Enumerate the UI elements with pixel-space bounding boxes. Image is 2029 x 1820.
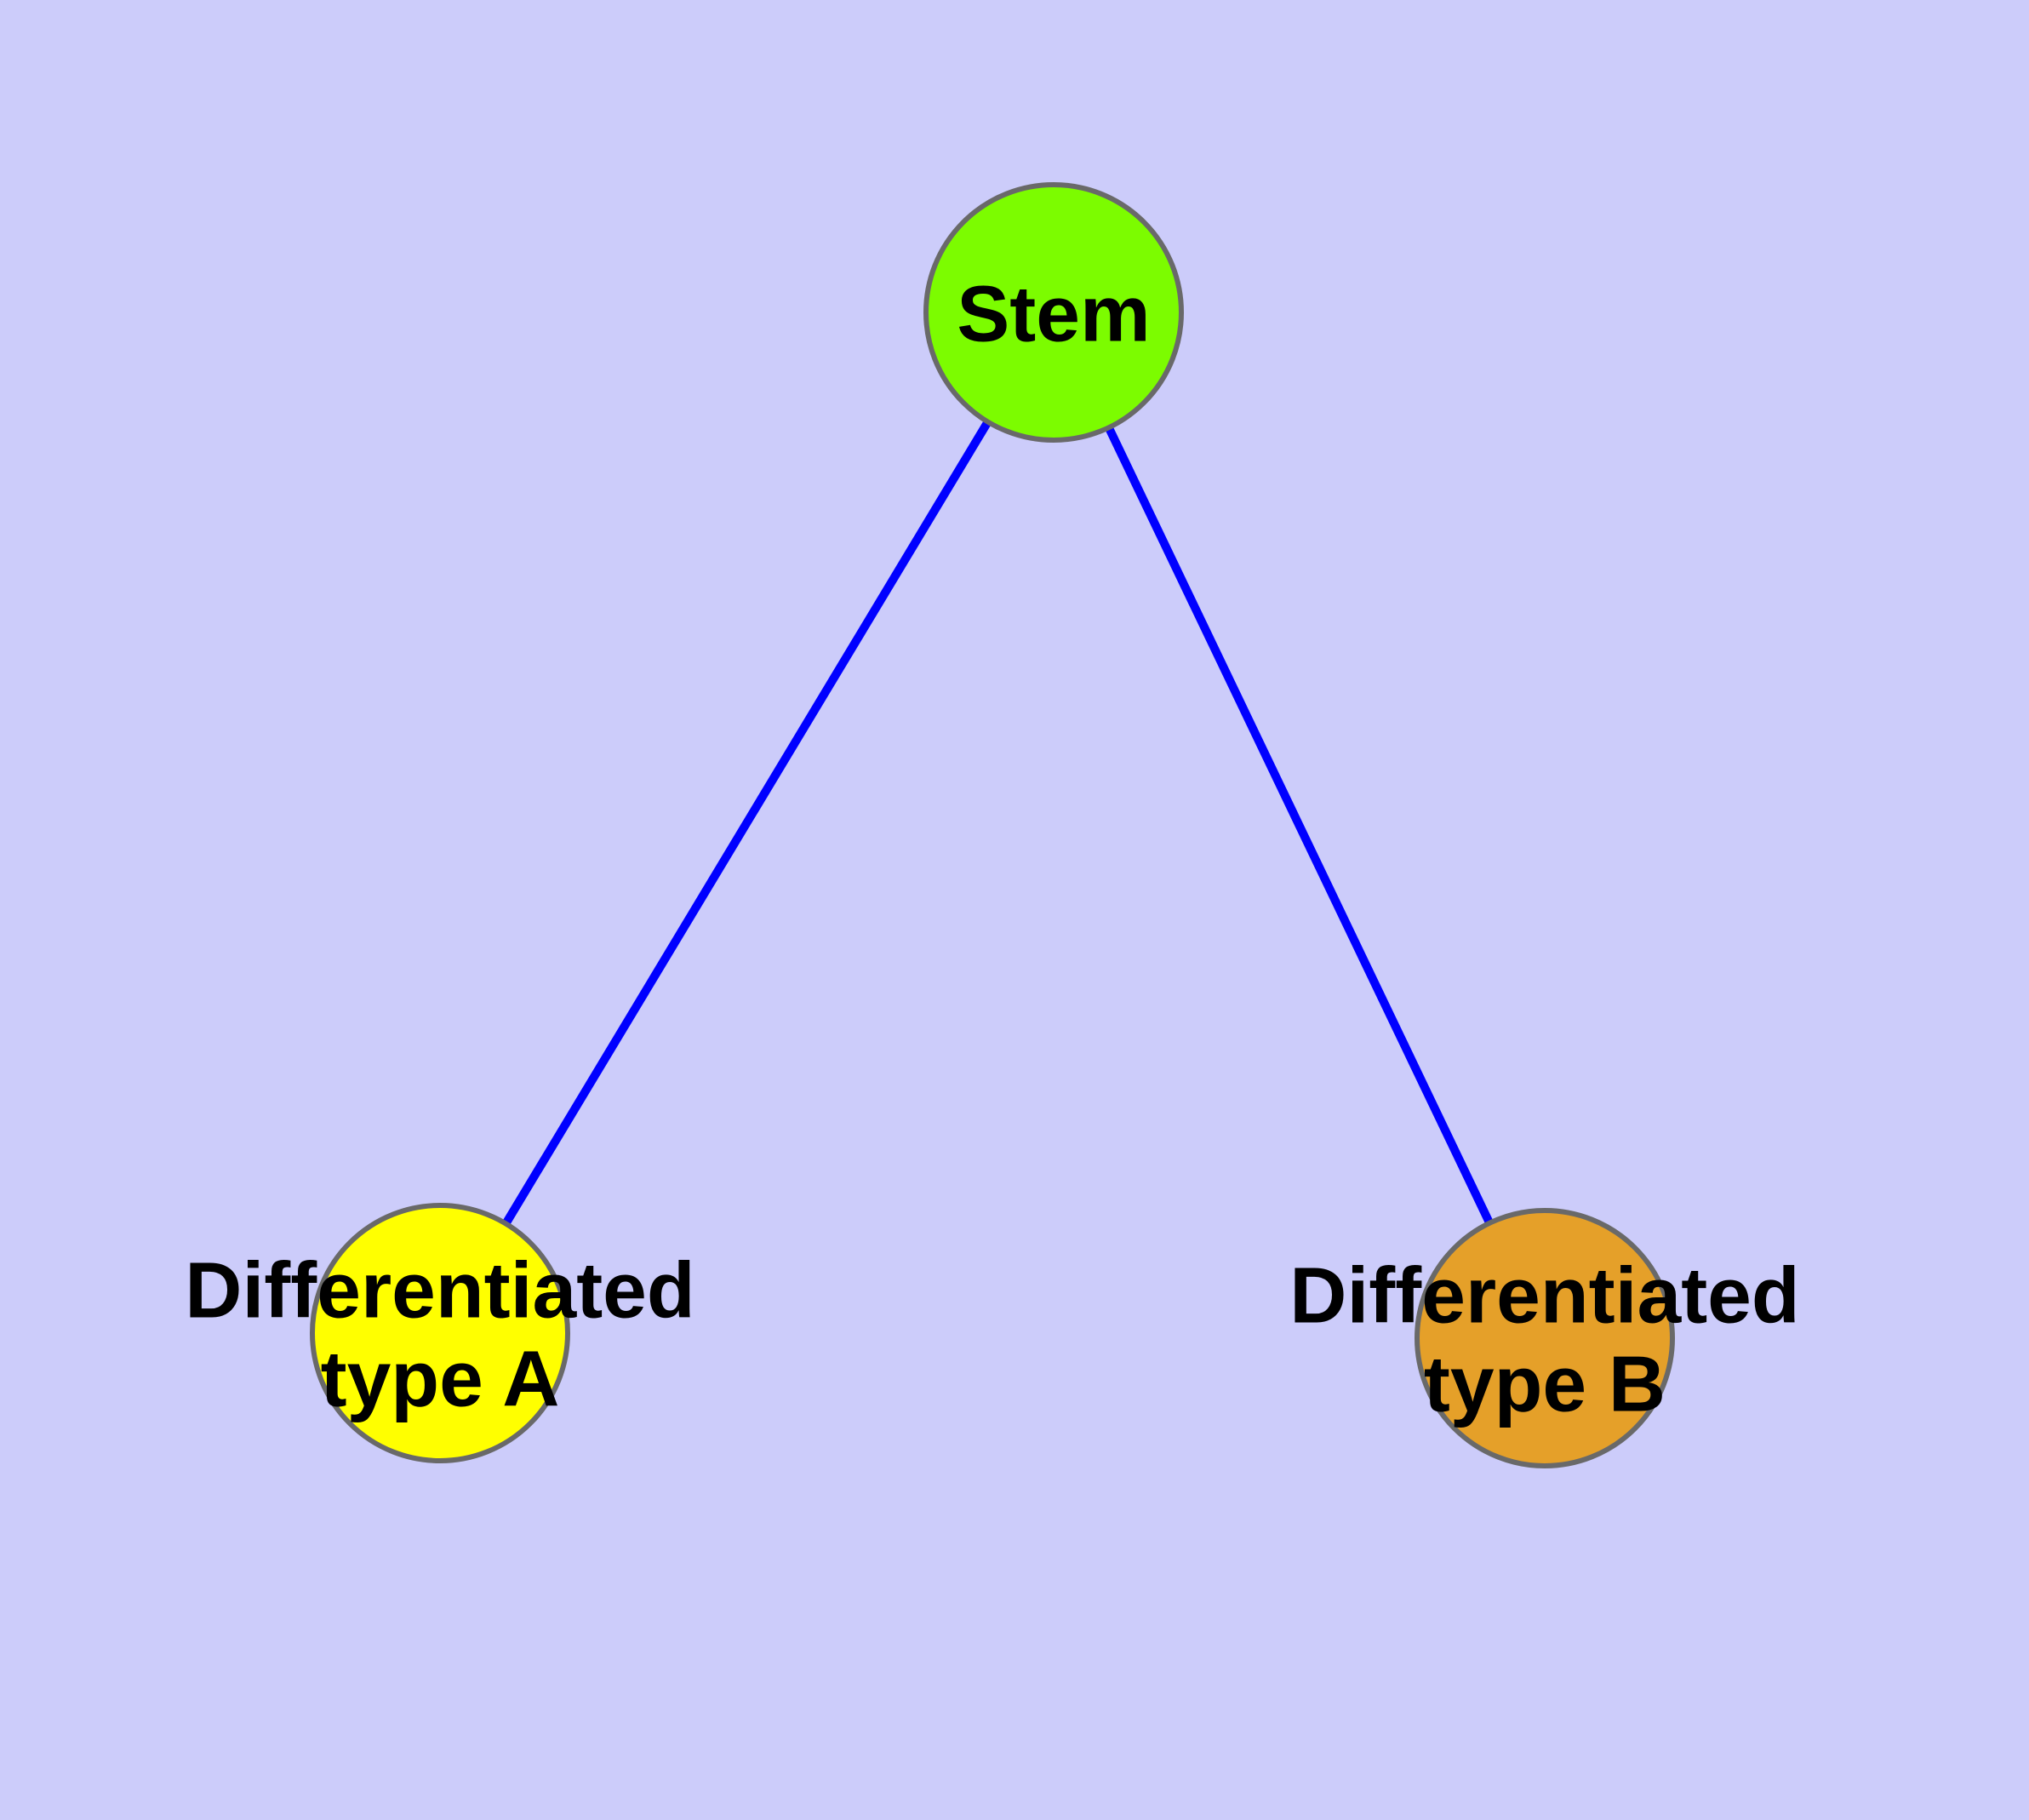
node-label-line: Differentiated: [1289, 1251, 1799, 1339]
node-stem[interactable]: [923, 182, 1184, 443]
node-diff_a[interactable]: [310, 1203, 570, 1463]
node-label-line: Stem: [957, 269, 1150, 358]
nodes-layer: [310, 182, 1675, 1468]
edge-stem-diff-a[interactable]: [436, 310, 1058, 1336]
node-label-line: type B: [1424, 1339, 1666, 1428]
edges-layer: [436, 310, 1549, 1341]
node-label-stem: Stem: [957, 269, 1150, 358]
edge-stem-diff-b[interactable]: [1049, 310, 1549, 1341]
node-label-line: Differentiated: [185, 1245, 694, 1334]
node-diff_b[interactable]: [1415, 1208, 1675, 1468]
node-label-line: type A: [321, 1334, 560, 1422]
